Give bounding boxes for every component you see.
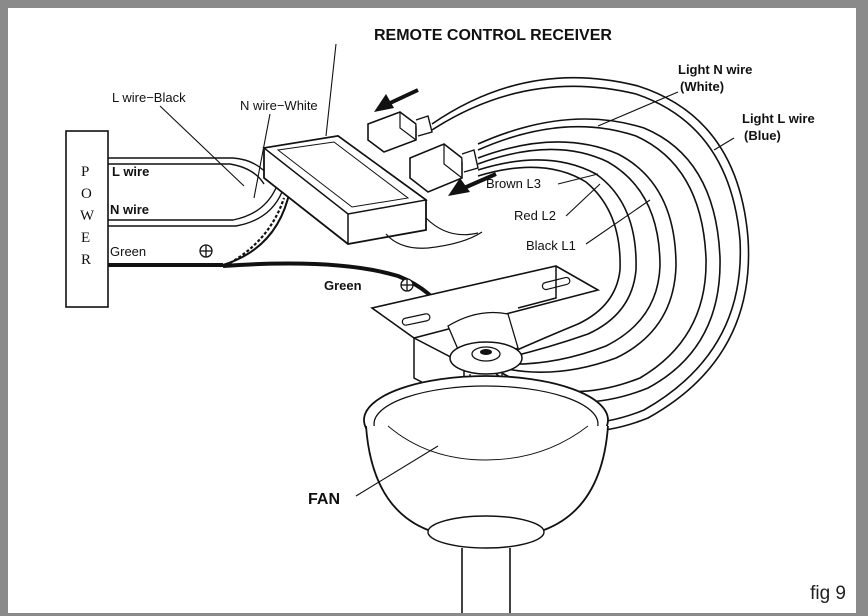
label-n-wire-white: N wire−White [240,98,318,113]
power-box: P O W E R [65,130,109,308]
leader-lines [159,43,735,497]
label-l-wire-black: L wire−Black [112,90,186,105]
label-green-lower: Green [324,278,362,293]
ground-symbol [199,244,213,258]
figure-label: fig 9 [810,583,846,604]
fan-canopy [363,375,609,613]
power-letter: O [81,186,92,202]
label-light-n-wire: Light N wire [678,62,752,77]
label-red-l2: Red L2 [514,208,556,223]
label-l-wire: L wire [112,164,149,179]
label-light-n-color: (White) [680,79,724,94]
arrow-icon [374,88,419,112]
label-n-wire: N wire [110,202,149,217]
label-fan: FAN [308,491,340,508]
label-light-l-wire: Light L wire [742,111,815,126]
label-green: Green [110,244,146,259]
connector-plug [409,143,479,193]
diagram-title: REMOTE CONTROL RECEIVER [374,27,612,44]
connector-plug [367,111,433,153]
wiring-diagram: P O W E R [65,27,815,613]
downrod-hub [449,341,523,508]
label-brown-l3: Brown L3 [486,176,541,191]
receiver-box [262,135,483,249]
ground-symbol [400,278,414,292]
power-letter: R [81,252,91,268]
power-letter: E [81,230,90,246]
power-letter: W [80,208,95,224]
power-letter: P [81,164,89,180]
arrow-icon [448,172,497,196]
label-black-l1: Black L1 [526,238,576,253]
label-light-l-color: (Blue) [744,128,781,143]
